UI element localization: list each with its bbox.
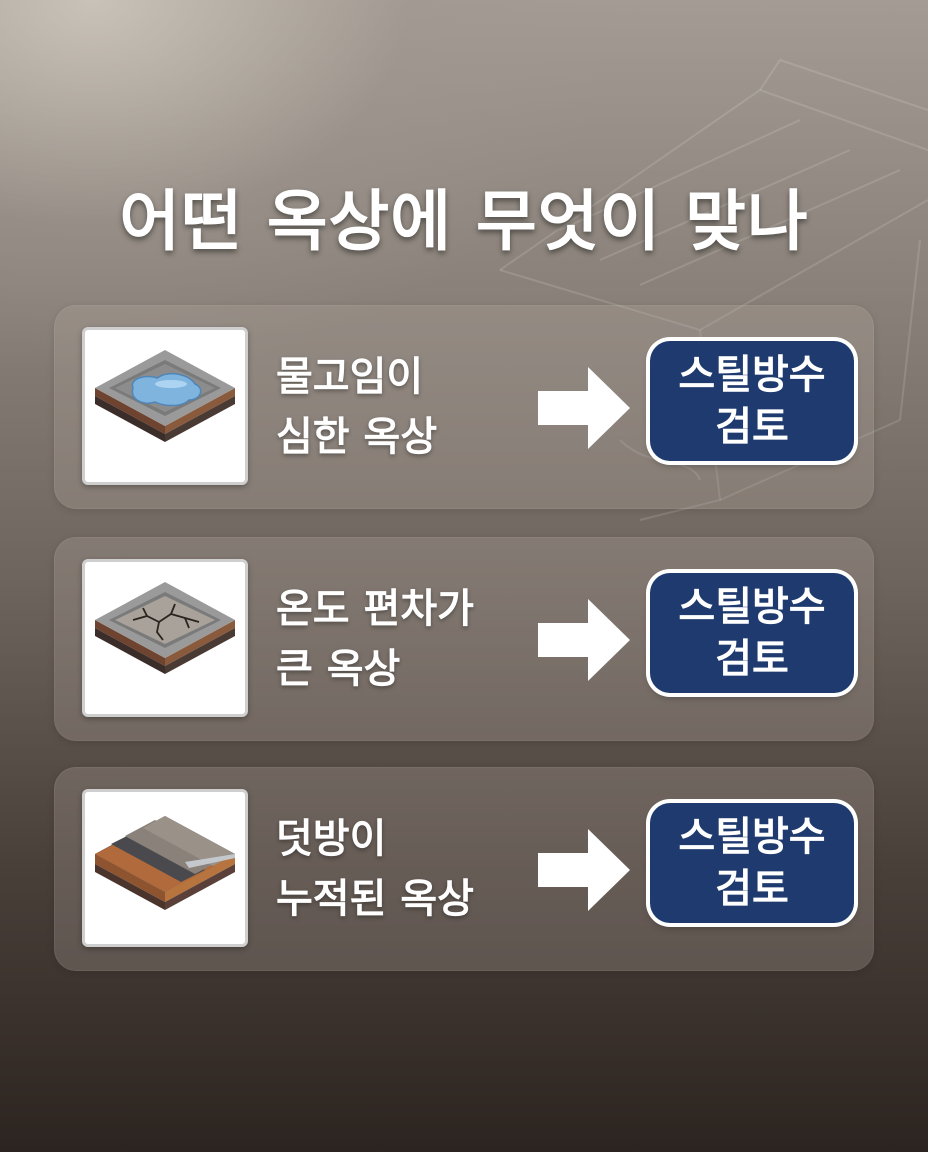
page-title: 어떤 옥상에 무엇이 맞나 [119, 183, 809, 260]
case-line-2: 누적된 옥상 [276, 876, 474, 922]
case-description: 물고임이 심한 옥상 [276, 347, 546, 467]
layered-roof-icon [82, 789, 248, 947]
case-description: 덧방이 누적된 옥상 [276, 809, 546, 929]
badge-line-1: 스틸방수 [678, 584, 826, 630]
arrow-right-icon [538, 599, 630, 681]
puddle-roof-icon [82, 327, 248, 485]
case-line-1: 덧방이 [276, 816, 387, 862]
recommendation-badge: 스틸방수 검토 [650, 803, 854, 923]
roof-case-card-2: 온도 편차가 큰 옥상 스틸방수 검토 [54, 537, 874, 741]
badge-line-2: 검토 [715, 636, 789, 682]
recommendation-badge: 스틸방수 검토 [650, 573, 854, 693]
case-line-2: 심한 옥상 [276, 414, 438, 460]
badge-line-2: 검토 [715, 866, 789, 912]
case-description: 온도 편차가 큰 옥상 [276, 579, 546, 699]
recommendation-badge: 스틸방수 검토 [650, 341, 854, 461]
badge-line-2: 검토 [715, 404, 789, 450]
badge-line-1: 스틸방수 [678, 352, 826, 398]
arrow-right-icon [538, 829, 630, 911]
case-line-2: 큰 옥상 [276, 646, 401, 692]
case-line-1: 온도 편차가 [276, 586, 474, 632]
roof-case-card-1: 물고임이 심한 옥상 스틸방수 검토 [54, 305, 874, 509]
arrow-right-icon [538, 367, 630, 449]
case-line-1: 물고임이 [276, 354, 424, 400]
cracked-roof-icon [82, 559, 248, 717]
roof-case-card-3: 덧방이 누적된 옥상 스틸방수 검토 [54, 767, 874, 971]
badge-line-1: 스틸방수 [678, 814, 826, 860]
